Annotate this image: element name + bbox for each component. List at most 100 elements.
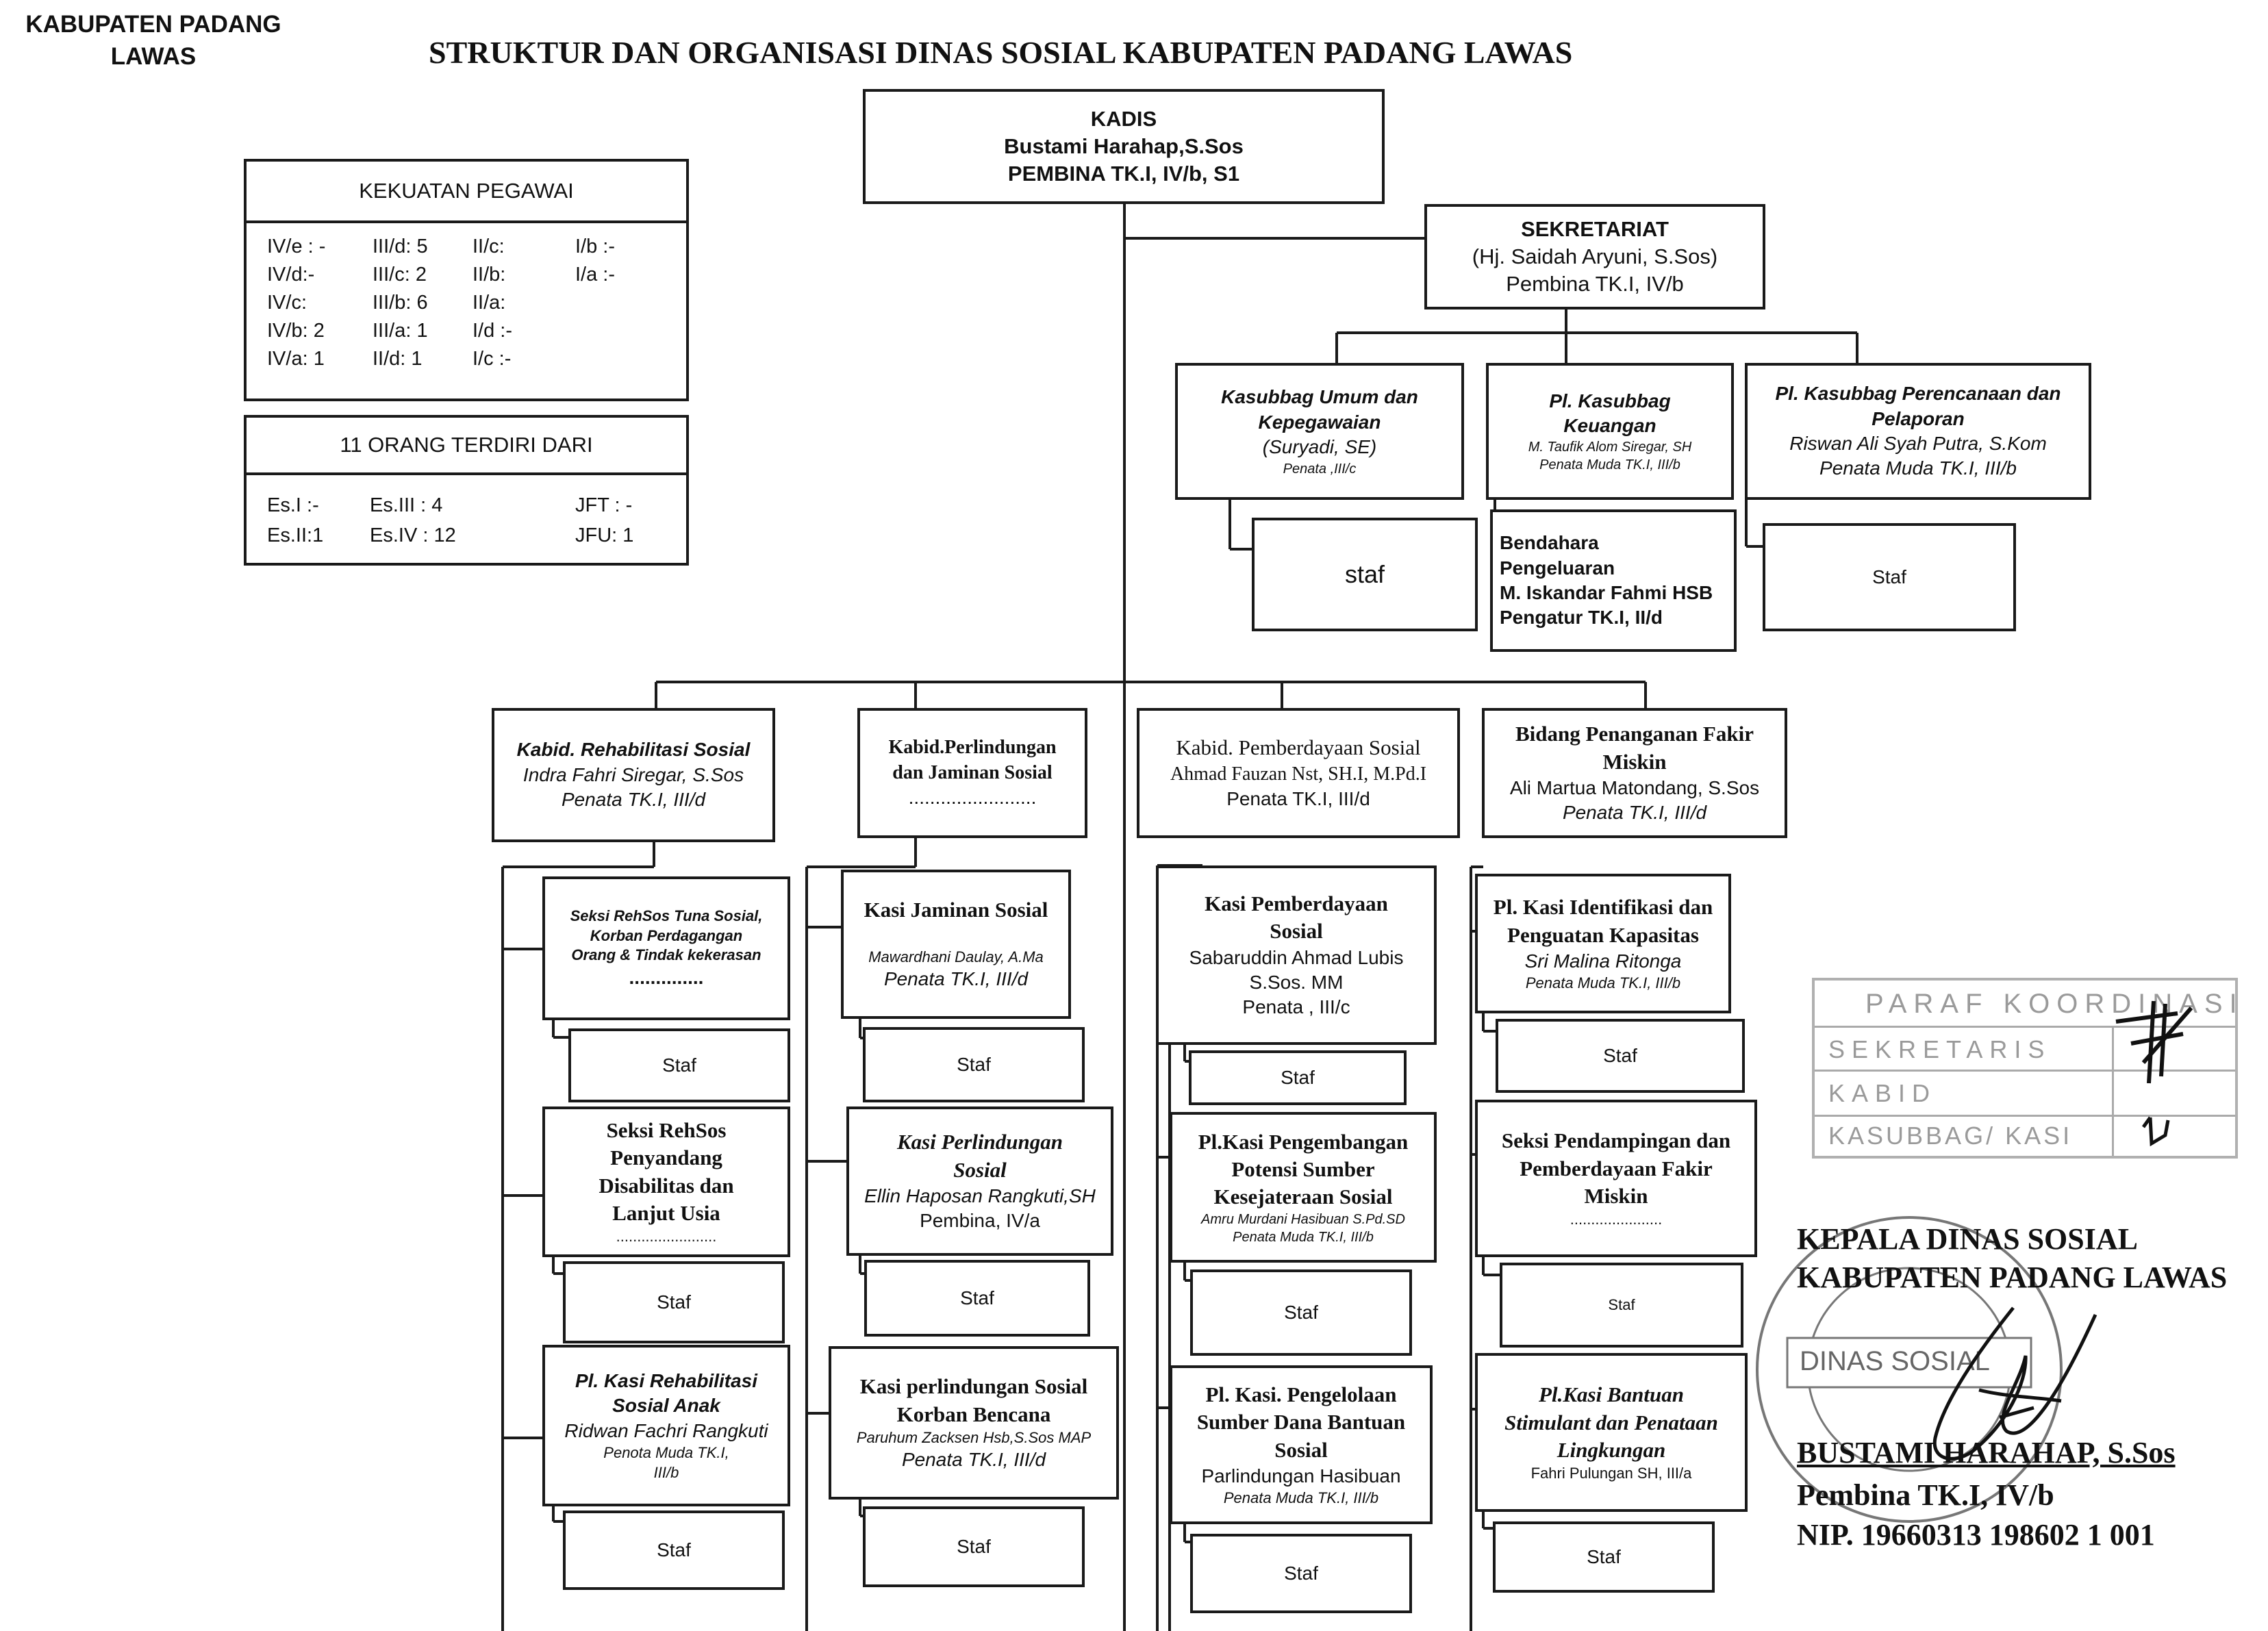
kekuatan-title: KEKUATAN PEGAWAI <box>247 162 686 223</box>
grade-cell: III/b: 6 <box>373 292 428 314</box>
staf-label: Staf <box>1603 1044 1637 1066</box>
grade-cell: II/a: <box>473 292 506 314</box>
grade-cell: III/a: 1 <box>373 320 428 342</box>
bidang-title: Kabid.Perlindungan <box>888 737 1057 759</box>
staf-box: Staf <box>1189 1050 1407 1105</box>
subbag-keuangan-title2: Keuangan <box>1563 415 1656 436</box>
seksi-title: Pl.Kasi Bantuan <box>1539 1382 1684 1407</box>
seksi-title3: Miskin <box>1584 1183 1648 1208</box>
paraf-koordinasi-stamp: PARAF KOORDINASI SEKRETARIS KABID KASUBB… <box>1812 978 2238 1159</box>
subbag-umum-rank: Penata ,III/c <box>1283 461 1357 477</box>
staf-box: Staf <box>563 1510 785 1590</box>
kadis-rank: PEMBINA TK.I, IV/b, S1 <box>1007 162 1240 186</box>
staf-box: Staf <box>863 1027 1085 1102</box>
seksi-title: Kasi Perlindungan <box>896 1130 1063 1154</box>
subbag-umum-name: (Suryadi, SE) <box>1262 436 1377 458</box>
seksi-rank: Penota Muda TK.I, <box>603 1443 729 1461</box>
kekuatan-pegawai-table: KEKUATAN PEGAWAI IV/e : - IV/d:- IV/c: I… <box>244 159 689 401</box>
seksi-title: Kasi Pemberdayaan <box>1205 892 1388 916</box>
bidang-rehabilitasi-head: Kabid. Rehabilitasi Sosial Indra Fahri S… <box>492 708 775 842</box>
seksi-title: Seksi RehSos <box>606 1118 727 1143</box>
bendahara-box: Bendahara Pengeluaran M. Iskandar Fahmi … <box>1490 509 1737 652</box>
bidang-title: Bidang Penanganan Fakir <box>1515 722 1754 746</box>
kasi-pengembangan-potensi: Pl.Kasi Pengembangan Potensi Sumber Kese… <box>1170 1112 1437 1263</box>
grade-cell: IV/a: 1 <box>267 348 325 370</box>
seksi-title: Seksi Pendampingan dan <box>1501 1128 1731 1153</box>
staf-label: Staf <box>960 1287 994 1308</box>
stamp-text: DINAS SOSIAL <box>1800 1346 1990 1376</box>
subbag-keuangan-box: Pl. Kasubbag Keuangan M. Taufik Alom Sir… <box>1486 363 1734 500</box>
bidang-name: Ali Martua Matondang, S.Sos <box>1509 776 1760 798</box>
grade-cell: III/d: 5 <box>373 236 428 257</box>
bidang-pemberdayaan-head: Kabid. Pemberdayaan Sosial Ahmad Fauzan … <box>1137 708 1460 838</box>
seksi-title: Pl. Kasi Identifikasi dan <box>1493 895 1713 920</box>
grade-cell: IV/b: 2 <box>267 320 325 342</box>
kadis-role: KADIS <box>1090 106 1157 131</box>
bidang-title: Kabid. Rehabilitasi Sosial <box>516 739 751 761</box>
staf-box: Staf <box>563 1261 785 1343</box>
seksi-title: Seksi RehSos Tuna Sosial, <box>570 907 763 924</box>
bidang-rank: Penata TK.I, III/d <box>1226 788 1370 810</box>
seksi-rank: Pembina, IV/a <box>920 1210 1040 1232</box>
paraf-row-label: SEKRETARIS <box>1828 1035 2052 1063</box>
seksi-title: Kasi perlindungan Sosial <box>859 1374 1088 1399</box>
seksi-title2: Korban Bencana <box>896 1402 1051 1426</box>
seksi-name: Paruhum Zacksen Hsb,S.Sos MAP <box>856 1428 1092 1446</box>
seksi-title3: Disabilitas dan <box>598 1173 734 1198</box>
seksi-title2: Sosial <box>1270 919 1323 944</box>
grade-cell: IV/d:- <box>267 264 315 286</box>
official-stamp-icon <box>1756 1216 2063 1523</box>
seksi-vacant: .............. <box>629 966 704 988</box>
kadis-name: Bustami Harahap,S.Sos <box>1004 134 1244 158</box>
grade-cell: II/b: <box>473 264 506 286</box>
komposisi-table: 11 ORANG TERDIRI DARI Es.I :- Es.II:1 Es… <box>244 415 689 566</box>
subbag-perencanaan-name: Riswan Ali Syah Putra, S.Kom <box>1789 433 2047 454</box>
grade-cell: I/b :- <box>575 236 616 257</box>
bendahara-name: M. Iskandar Fahmi HSB <box>1500 582 1713 603</box>
sign-title-line1: KEPALA DINAS SOSIAL <box>1797 1222 2138 1256</box>
seksi-rank: Penata , III/c <box>1242 996 1350 1018</box>
grade-cell: I/d :- <box>473 320 513 342</box>
kasi-perlindungan-sosial: Kasi Perlindungan Sosial Ellin Haposan R… <box>846 1107 1113 1256</box>
seksi-rank: Penata TK.I, III/d <box>901 1449 1046 1471</box>
bidang-fakir-miskin-head: Bidang Penanganan Fakir Miskin Ali Martu… <box>1482 708 1787 838</box>
seksi-title2: Pemberdayaan Fakir <box>1520 1156 1713 1180</box>
grade-cell: IV/e : - <box>267 236 326 257</box>
sekretariat-name: (Hj. Saidah Aryuni, S.Sos) <box>1472 244 1718 268</box>
paraf-initials <box>2115 1000 2193 1147</box>
seksi-title3: Sosial <box>1274 1437 1328 1462</box>
seksi-title: Pl.Kasi Pengembangan <box>1198 1129 1409 1154</box>
seksi-title3: Kesejateraan Sosial <box>1213 1185 1393 1209</box>
kasi-korban-bencana: Kasi perlindungan Sosial Korban Bencana … <box>829 1346 1119 1500</box>
seksi-title: Pl. Kasi. Pengelolaan <box>1205 1382 1397 1407</box>
subbag-keuangan-title1: Pl. Kasubbag <box>1549 390 1671 412</box>
paraf-divider <box>1815 1026 2235 1028</box>
paraf-row-label: KABID <box>1828 1079 1937 1107</box>
staf-perencanaan-box: Staf <box>1763 523 2016 631</box>
bidang-name: Indra Fahri Siregar, S.Sos <box>522 763 744 785</box>
subbag-keuangan-rank: Penata Muda TK.I, III/b <box>1539 457 1680 473</box>
staf-box: Staf <box>568 1028 790 1102</box>
grade-cell: II/c: <box>473 236 505 257</box>
seksi-title4: Lanjut Usia <box>612 1201 720 1225</box>
staf-label: Staf <box>657 1291 691 1313</box>
seksi-name: Ellin Haposan Rangkuti,SH <box>864 1185 1096 1206</box>
staf-label: Staf <box>662 1054 696 1076</box>
paraf-divider <box>1815 1070 2235 1072</box>
eselon-cell: Es.III : 4 <box>370 494 443 516</box>
subbag-perencanaan-rank: Penata Muda TK.I, III/b <box>1819 457 2017 479</box>
staf-box: Staf <box>1190 1534 1412 1613</box>
bidang-title2: dan Jaminan Sosial <box>892 761 1053 783</box>
kasi-pengelolaan-dana: Pl. Kasi. Pengelolaan Sumber Dana Bantua… <box>1170 1365 1433 1524</box>
page-title: STRUKTUR DAN ORGANISASI DINAS SOSIAL KAB… <box>429 35 1573 70</box>
seksi-vacant: ........................ <box>616 1228 717 1246</box>
subbag-keuangan-name: M. Taufik Alom Siregar, SH <box>1528 440 1692 455</box>
fungsional-cell: JFU: 1 <box>575 524 634 546</box>
bidang-rank: Penata TK.I, III/d <box>1562 802 1707 824</box>
seksi-title2: Sosial <box>953 1157 1007 1182</box>
kasi-identifikasi: Pl. Kasi Identifikasi dan Penguatan Kapa… <box>1475 874 1731 1013</box>
kadis-box: KADIS Bustami Harahap,S.Sos PEMBINA TK.I… <box>863 89 1385 204</box>
grade-cell: II/d: 1 <box>373 348 423 370</box>
bendahara-l1: Bendahara <box>1500 532 1599 554</box>
eselon-cell: Es.I :- <box>267 494 319 516</box>
